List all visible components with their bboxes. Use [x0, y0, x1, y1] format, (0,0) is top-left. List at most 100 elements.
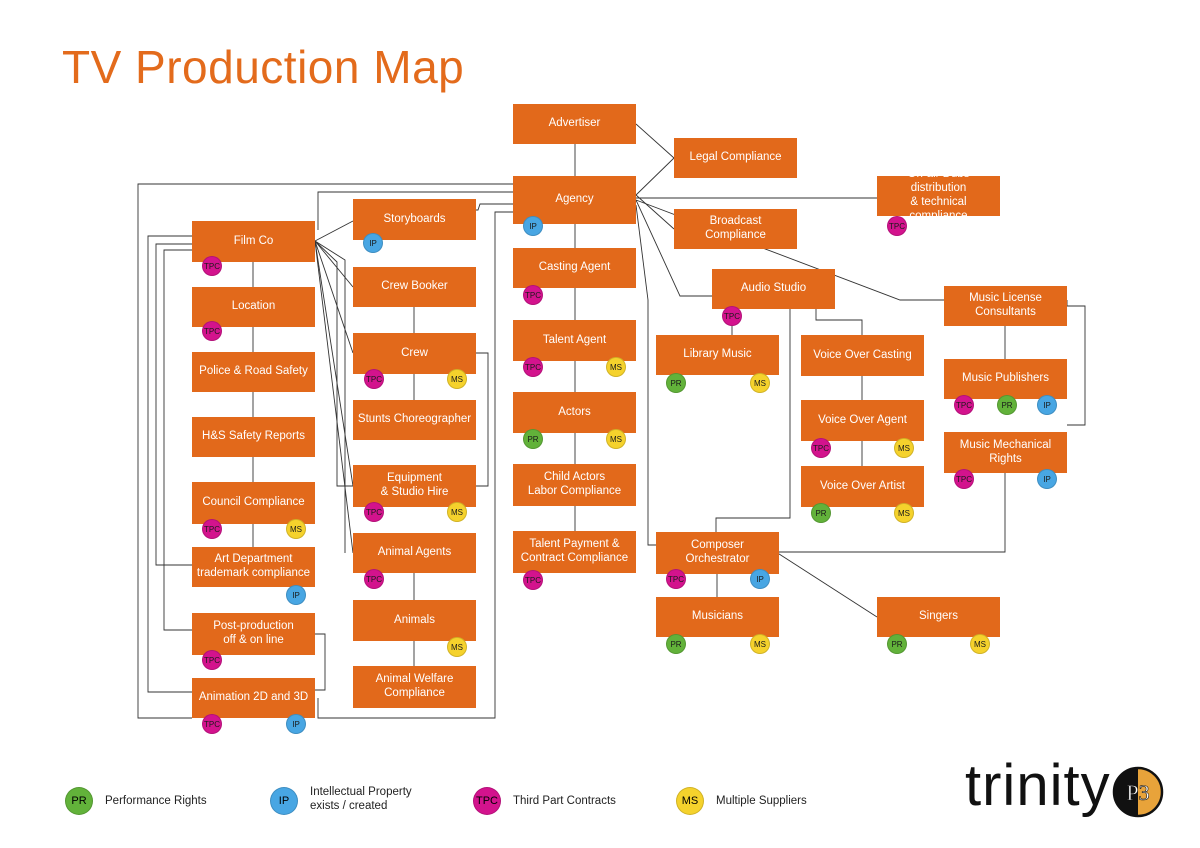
tpc-badge: TPC	[887, 216, 907, 236]
node-label: Library Music	[683, 348, 752, 361]
node-voartist: Voice Over Artist	[801, 466, 924, 507]
node-label: Singers	[919, 610, 958, 623]
ip-badge: IP	[363, 233, 383, 253]
p3-logo-icon: P3	[1112, 766, 1164, 818]
legend-tpc-label: Third Part Contracts	[513, 795, 616, 807]
ms-badge: MS	[750, 634, 770, 654]
node-animals: Animals	[353, 600, 476, 641]
legend-ms-badge: MS	[676, 787, 704, 815]
node-legal: Legal Compliance	[674, 138, 797, 178]
legend-tpc-badge: TPC	[473, 787, 501, 815]
connector-line	[775, 551, 878, 618]
connector-line	[317, 211, 513, 719]
tpc-badge: TPC	[954, 395, 974, 415]
node-artdept: Art Department trademark compliance	[192, 547, 315, 587]
node-police: Police & Road Safety	[192, 352, 315, 392]
connector-line	[715, 309, 791, 532]
node-hs: H&S Safety Reports	[192, 417, 315, 457]
tpc-badge: TPC	[202, 714, 222, 734]
ip-badge: IP	[286, 714, 306, 734]
tpc-badge: TPC	[523, 285, 543, 305]
node-label: Music Mechanical Rights	[959, 438, 1052, 465]
node-label: Advertiser	[548, 117, 601, 130]
connector-line	[155, 243, 192, 566]
node-label: Voice Over Agent	[818, 413, 907, 426]
node-casting: Casting Agent	[513, 248, 636, 288]
node-label: H&S Safety Reports	[202, 430, 305, 443]
connector-line	[163, 249, 192, 631]
legend-ms-label: Multiple Suppliers	[716, 795, 807, 807]
connector-line	[635, 199, 712, 297]
node-label: Agency	[555, 193, 594, 206]
node-label: Composer Orchestrator	[685, 539, 750, 565]
node-label: Crew	[401, 346, 428, 359]
ip-badge: IP	[1037, 395, 1057, 415]
connector-line	[314, 220, 354, 242]
node-crew: Crew	[353, 333, 476, 374]
node-musicians: Musicians	[656, 597, 779, 637]
node-composer: Composer Orchestrator	[656, 532, 779, 574]
node-advertiser: Advertiser	[513, 104, 636, 144]
connector-line	[635, 194, 675, 230]
node-label: Casting Agent	[538, 261, 611, 274]
node-label: Audio Studio	[740, 282, 807, 295]
node-label: Crew Booker	[381, 280, 448, 293]
node-label: Voice Over Casting	[813, 348, 912, 361]
node-talentpay: Talent Payment & Contract Compliance	[513, 531, 636, 573]
node-animalagents: Animal Agents	[353, 533, 476, 573]
connector-line	[635, 204, 656, 546]
connector-line	[635, 123, 675, 159]
node-label: Animal Agents	[377, 546, 452, 559]
node-council: Council Compliance	[192, 482, 315, 524]
tpc-badge: TPC	[811, 438, 831, 458]
ms-badge: MS	[894, 503, 914, 523]
connector-line	[776, 473, 1006, 553]
node-label: Child Actors Labor Compliance	[527, 471, 622, 497]
connector-line	[314, 240, 354, 554]
tpc-badge: TPC	[364, 502, 384, 522]
node-label: Talent Payment & Contract Compliance	[520, 538, 629, 564]
ip-badge: IP	[1037, 469, 1057, 489]
logo-text: trinity	[965, 753, 1111, 818]
connector-line	[476, 352, 489, 487]
ms-badge: MS	[447, 637, 467, 657]
tpc-badge: TPC	[523, 570, 543, 590]
node-postprod: Post-production off & on line	[192, 613, 315, 655]
node-crewbooker: Crew Booker	[353, 267, 476, 307]
node-location: Location	[192, 287, 315, 327]
node-animalwelfare: Animal Welfare Compliance	[353, 666, 476, 708]
node-musiclicense: Music License Consultants	[944, 286, 1067, 326]
node-label: Animals	[394, 613, 435, 626]
legend-pr-label: Performance Rights	[105, 795, 207, 807]
ms-badge: MS	[894, 438, 914, 458]
connector-line	[314, 240, 354, 354]
connector-line	[315, 633, 326, 691]
node-stunts: Stunts Choreographer	[353, 400, 476, 440]
tpc-badge: TPC	[523, 357, 543, 377]
node-label: Storyboards	[383, 212, 446, 225]
node-talent: Talent Agent	[513, 320, 636, 361]
node-label: Musicians	[691, 610, 744, 623]
connector-line	[1067, 305, 1086, 426]
tpc-badge: TPC	[722, 306, 742, 326]
connector-line	[314, 240, 346, 553]
ms-badge: MS	[286, 519, 306, 539]
node-equipment: Equipment & Studio Hire	[353, 465, 476, 507]
connector-line	[137, 183, 513, 719]
node-broadcast: Broadcast Compliance	[674, 209, 797, 249]
node-label: Stunts Choreographer	[357, 413, 472, 426]
legend-ip-label: Intellectual Property exists / created	[310, 786, 412, 813]
pr-badge: PR	[666, 634, 686, 654]
node-singers: Singers	[877, 597, 1000, 637]
node-label: Equipment & Studio Hire	[380, 472, 449, 498]
node-label: Talent Agent	[542, 333, 607, 346]
node-vocasting: Voice Over Casting	[801, 335, 924, 376]
node-label: Animal Welfare Compliance	[375, 673, 454, 699]
pr-badge: PR	[997, 395, 1017, 415]
node-childactors: Child Actors Labor Compliance	[513, 464, 636, 506]
tpc-badge: TPC	[364, 569, 384, 589]
connector-line	[314, 240, 353, 487]
ms-badge: MS	[970, 634, 990, 654]
ms-badge: MS	[606, 357, 626, 377]
